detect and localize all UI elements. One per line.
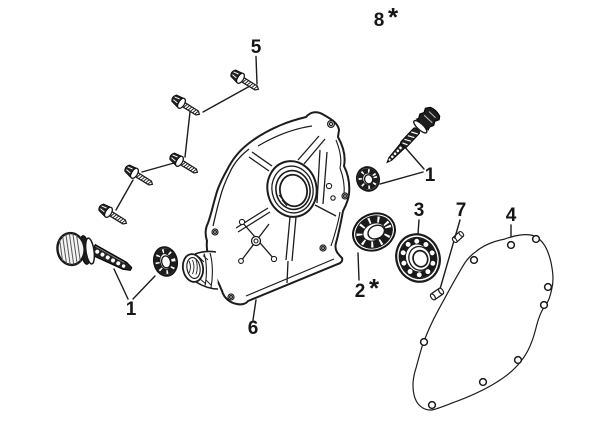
callout-label-2: 2 [355, 281, 366, 302]
callout-label-7: 7 [456, 200, 467, 221]
ball-bearing-drawing [395, 233, 441, 283]
cover-flange-line-left [212, 148, 250, 227]
leader-lines [113, 55, 512, 321]
seal-washer-left [152, 246, 179, 277]
callout-label-8: 8 [374, 10, 385, 31]
gasket-inner-line [413, 235, 553, 410]
callout-label-5: 5 [251, 37, 262, 58]
callout-label-6: 6 [248, 318, 259, 339]
oil-seal-drawing [352, 212, 396, 252]
leader-bolts-4 [141, 162, 175, 173]
callout-label-1-left: 1 [126, 299, 137, 320]
leader-bearing [417, 219, 420, 235]
leader-bolts-3 [184, 111, 191, 158]
callout-label-8-asterisk: * [388, 2, 399, 32]
leader-dipstick-right-a [402, 144, 425, 170]
leader-dipstick-left-b [132, 275, 156, 300]
leader-bolts-5 [115, 179, 134, 211]
cover-bolt-holes [211, 119, 349, 301]
dipstick-left-drawing [56, 231, 133, 271]
cover-flange-line-right [330, 139, 345, 247]
cover-flange-line-bottom [245, 258, 335, 297]
leader-bolts-1 [255, 55, 258, 85]
dowel-pin-lower [429, 287, 445, 301]
leader-bolts-2 [202, 85, 251, 113]
cover-oil-filler-neck [181, 250, 219, 290]
leader-dipstick-left-a [113, 268, 129, 300]
crankcase-cover-drawing [181, 111, 351, 306]
cover-governor-bosses [238, 182, 336, 264]
seal-washer-right [355, 166, 381, 192]
leader-dipstick-right-b [379, 171, 424, 185]
callout-label-1-right: 1 [425, 165, 436, 186]
cover-ribs [235, 135, 337, 284]
callout-label-2-asterisk: * [369, 273, 380, 303]
dipstick-right-drawing [386, 106, 441, 164]
leader-oil-seal [357, 252, 360, 281]
dowel-pin-upper [451, 230, 465, 244]
callout-label-4: 4 [506, 205, 517, 226]
gasket-drawing [412, 234, 554, 411]
leader-cover [252, 299, 257, 321]
callout-labels: 5 8 * 1 3 7 4 2 * 6 1 [126, 2, 517, 339]
cover-bearing-bore [257, 125, 318, 218]
leader-dowel-pin [439, 219, 461, 290]
gasket-bolt-holes [419, 234, 553, 410]
callout-label-3: 3 [414, 200, 425, 221]
